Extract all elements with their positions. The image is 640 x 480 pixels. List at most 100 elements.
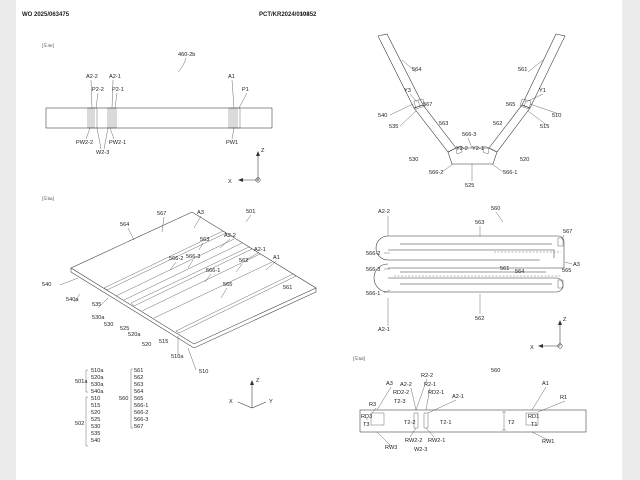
fig5b-right-arm-inner (488, 104, 531, 153)
fig5a-label-564: 564 (120, 222, 129, 228)
fig4e-y-axis-circle (255, 177, 261, 183)
fig5a-label-535: 535 (92, 302, 101, 308)
fig5a-fold-530 (103, 230, 227, 291)
fig4e-strip (45, 107, 273, 129)
figure-5c: 560 A2-2 563 567 566-2 566-3 561 564 A3 … (366, 206, 580, 351)
fig5b-right-arm-outer (521, 33, 566, 109)
legend-502-item: 535 (91, 431, 100, 437)
fig4e-ref-leader (177, 57, 187, 73)
legend-560-item: 563 (134, 382, 143, 388)
fig5c-serpentine-inner (400, 243, 552, 285)
legend-560-item: 567 (134, 424, 143, 430)
fig5a-label-501: 501 (246, 209, 255, 215)
fig5d-label-t1: T1 (531, 422, 538, 428)
fig5c-label-a2-2: A2-2 (378, 209, 390, 215)
fig5a-label-520a: 520a (128, 332, 141, 338)
fig5b-label-566-2: 566-2 (429, 170, 443, 176)
fig5b-label-y1: Y1 (539, 88, 546, 94)
fig5d-label-t3: T3 (363, 422, 370, 428)
fig5c-label-563: 563 (475, 220, 484, 226)
fig5a-label-a1: A1 (273, 255, 280, 261)
fig5b-left-arm-inner (413, 104, 457, 153)
fig5a-label-565: 565 (223, 282, 232, 288)
fig4e-label-a2-1: A2-1 (109, 74, 121, 80)
fig4e-label-a2-2: A2-2 (86, 74, 98, 80)
fig5c-label-567: 567 (563, 229, 572, 235)
fig5b-label-561: 561 (518, 67, 527, 73)
fig5d-label-a1: A1 (542, 381, 549, 387)
fig5b-label-535: 535 (389, 124, 398, 130)
fig5a-label-567: 567 (157, 211, 166, 217)
fig5a-label-562: 562 (239, 258, 248, 264)
fig5d-label-r2-1: R2-1 (424, 382, 436, 388)
fig5d-label-rd1: RD1 (528, 414, 539, 420)
fig5a-legend: 501a 510a 520a 530a 540a 560 561 562 563… (75, 368, 148, 447)
fig5d-label-t2: T2 (508, 420, 515, 426)
fig5d-label-rw2-2: RW2-2 (405, 438, 422, 444)
legend-502-item: 515 (91, 403, 100, 409)
publication-number: WO 2025/063475 (22, 12, 70, 18)
legend-502-item: 540 (91, 438, 100, 444)
fig5b-label-515: 515 (540, 124, 549, 130)
fig4e-z-label: Z (261, 148, 265, 154)
fig5b-label-520: 520 (520, 157, 529, 163)
fig4e-label-p2-1: P2-1 (112, 87, 124, 93)
fig5d-dimension-t2 (366, 411, 506, 431)
fig5b-label-525: 525 (465, 183, 474, 189)
legend-502-item: 520 (91, 410, 100, 416)
legend-501a-label: 501a (75, 379, 88, 385)
fig5d-label-t2-3: T2-3 (394, 399, 406, 405)
fig5a-label-a2-1: A2-1 (254, 247, 266, 253)
fig5c-label-566-1: 566-1 (366, 291, 380, 297)
fig4e-label-pw2-2: PW2-2 (76, 140, 93, 146)
fig5d-label-r1: R1 (560, 395, 567, 401)
fig4e-leaders-bottom (85, 127, 235, 150)
fig5a-panel-edge (70, 268, 317, 349)
fig4e-z-arrow (256, 151, 260, 156)
fig5b-label-y2-2: Y2-2 (456, 146, 468, 152)
fig5d-label-a2-2: A2-2 (400, 382, 412, 388)
fig5b-label-567: 567 (423, 102, 432, 108)
fig4e-leaders-top (90, 79, 248, 109)
fig5c-dashed-folds (394, 251, 561, 277)
legend-502-item: 510 (91, 396, 100, 402)
fig5a-fold-520 (130, 246, 253, 307)
fig5a-label-530: 530 (104, 322, 113, 328)
figure-5d-caption: [도5d] (353, 356, 365, 361)
legend-560-item: 561 (134, 368, 143, 374)
legend-501a-item: 520a (91, 375, 104, 381)
fig5b-label-510: 510 (552, 113, 561, 119)
fig5c-label-a3: A3 (573, 262, 580, 268)
fig5b-label-566-1: 566-1 (503, 170, 517, 176)
fig5b-label-565: 565 (506, 102, 515, 108)
fig5d-label-rd2-1: RD2-1 (428, 390, 444, 396)
legend-560-item: 562 (134, 375, 143, 381)
fig5d-label-rw2-1: RW2-1 (428, 438, 445, 444)
figure-5d: [도5d] 560 A3 A2-2 R2-2 R2-1 A2-1 RD2-2 R… (353, 356, 587, 453)
fig5a-label-563: 563 (200, 237, 209, 243)
fig4e-label-p1: P1 (242, 87, 249, 93)
fig5a-z-label: Z (256, 378, 260, 384)
fig4e-pattern-a2-2 (87, 107, 98, 129)
fig5a-fold-lines (115, 238, 273, 319)
fig5a-label-561: 561 (283, 285, 292, 291)
legend-502-item: 525 (91, 417, 100, 423)
fig5d-strip (359, 409, 587, 433)
fig5a-label-540a: 540a (66, 297, 79, 303)
figure-4e: [도4e] 460-2b A2-2 A2-1 P2-2 P2-1 A1 P1 P… (42, 43, 273, 185)
fig5a-fold-510 (175, 273, 297, 334)
figure-5a: [도5a] 564 567 A3 501 563 A2-2 A2-1 566-2… (42, 196, 317, 447)
fig4e-x-label: X (228, 179, 232, 185)
legend-560-item: 566-2 (134, 410, 148, 416)
fig5d-label-t2-1: T2-1 (440, 420, 452, 426)
fig4e-ref-460-2b: 460-2b (178, 52, 195, 58)
fig5a-leaders (59, 214, 277, 371)
fig5b-label-564: 564 (412, 67, 421, 73)
fig5b-hinge-y3 (413, 98, 426, 110)
fig5b-label-530: 530 (409, 157, 418, 163)
fig5c-serpentine-outline (373, 235, 565, 293)
fig5a-y-axis (251, 401, 267, 409)
fig5c-label-a2-1: A2-1 (378, 327, 390, 333)
legend-502-label: 502 (75, 421, 84, 427)
fig4e-label-pw2-1: PW2-1 (109, 140, 126, 146)
